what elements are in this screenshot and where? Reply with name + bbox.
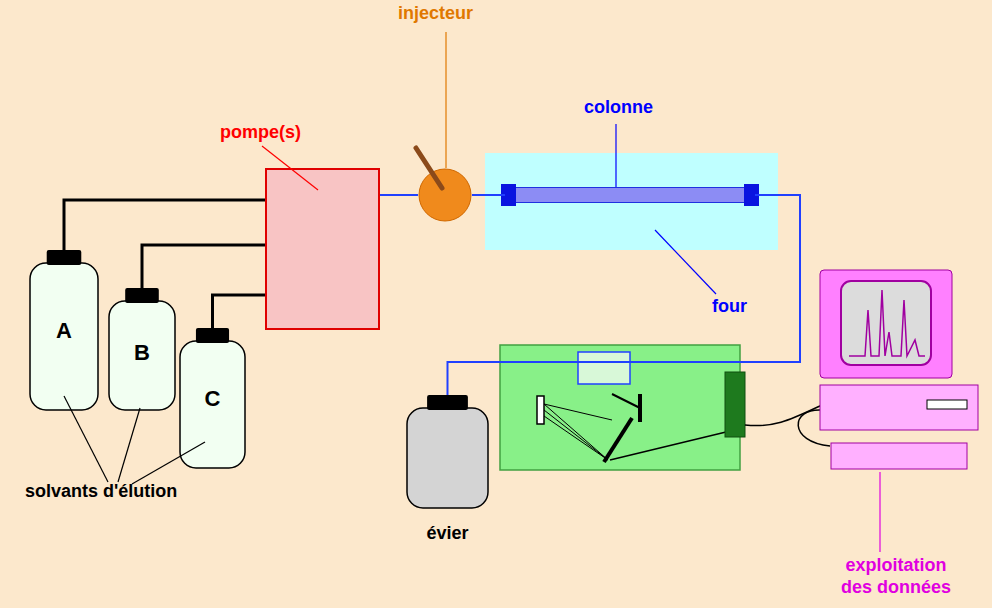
light-beam — [612, 394, 640, 408]
node-label: C — [178, 386, 247, 412]
chromatography-column: colonne — [505, 187, 755, 203]
tubing — [142, 245, 265, 288]
solvent-bottle: C — [178, 328, 247, 470]
node-label: colonne — [584, 97, 653, 119]
waste-bottle: évier — [405, 395, 490, 510]
tubing — [472, 194, 505, 196]
flow-cell — [578, 352, 630, 384]
photodetector — [725, 372, 745, 437]
node-label: évier — [405, 523, 490, 545]
node-label: injecteur — [398, 3, 473, 25]
pump-box: pompe(s) — [265, 168, 380, 330]
tubing — [380, 194, 418, 196]
tubing — [213, 295, 266, 328]
light-ray — [544, 404, 612, 420]
node-label: A — [28, 318, 100, 344]
node-label: B — [107, 340, 177, 366]
injector-valve: injecteur — [418, 168, 472, 222]
solvent-bottle: B — [107, 288, 177, 412]
leader-line — [879, 472, 880, 552]
detector-housing — [500, 345, 740, 470]
leader-line — [615, 124, 616, 187]
computer-outline — [815, 270, 978, 470]
group-label: solvants d'élution — [25, 481, 177, 503]
solvent-bottle: A — [28, 250, 100, 412]
data-computer: exploitation des données — [815, 270, 978, 470]
leader-line — [262, 146, 318, 190]
data-cable — [745, 405, 822, 426]
bottle-outline — [405, 395, 490, 510]
leader-line — [132, 442, 205, 484]
leader-line — [655, 230, 716, 294]
grating — [537, 396, 544, 424]
node-label: exploitation des données — [831, 555, 961, 598]
leader-line — [445, 32, 446, 168]
column-oven: fourcolonne — [485, 153, 778, 250]
tubing — [64, 200, 265, 250]
light-ray — [544, 404, 608, 460]
light-ray — [544, 410, 608, 460]
leader-line — [118, 408, 140, 482]
circle-outline — [418, 168, 472, 222]
light-ray — [544, 416, 608, 460]
leader-line — [64, 396, 108, 482]
tubing — [448, 195, 801, 395]
column-outline — [506, 188, 754, 202]
node-label: pompe(s) — [220, 122, 301, 144]
light-ray — [610, 432, 726, 460]
node-label: four — [712, 296, 747, 318]
